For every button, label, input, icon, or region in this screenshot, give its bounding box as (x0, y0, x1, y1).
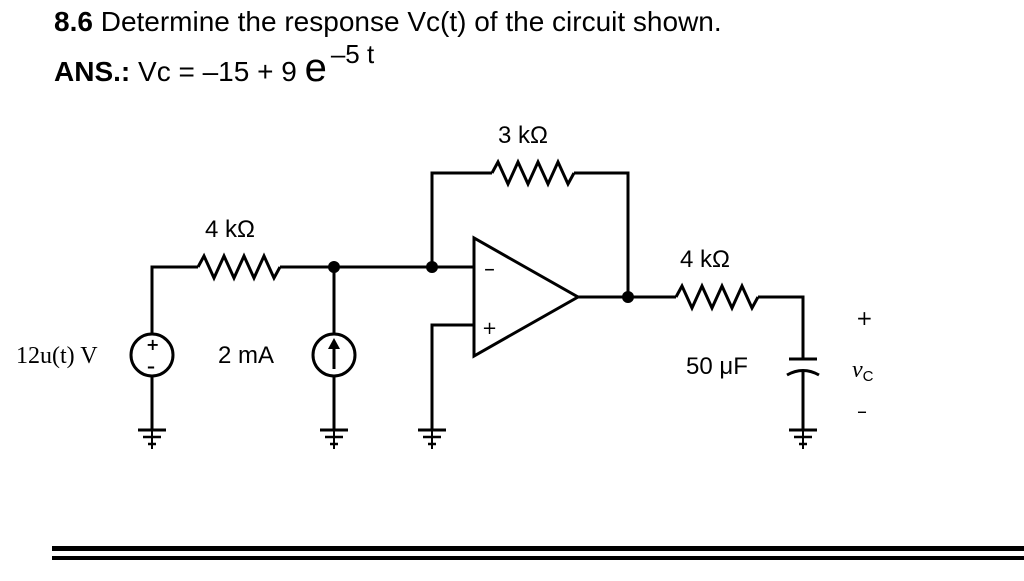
resistor-feedback (490, 158, 576, 188)
wire-noninverting-ground (430, 323, 474, 430)
opamp-triangle (472, 235, 582, 359)
problem-text: Determine the response Vc(t) of the circ… (92, 6, 722, 37)
ground-icon-isrc (320, 428, 348, 449)
ground-icon-vsrc (138, 428, 166, 449)
opamp-plus-sign: + (482, 318, 497, 339)
current-source-icon (311, 332, 357, 378)
label-source-current: 2 mA (218, 342, 274, 369)
vsrc-plus-sign: + (146, 335, 159, 354)
vc-label: vC (852, 357, 874, 385)
label-source-voltage: 12u(t) V (16, 343, 98, 369)
label-r-output: 4 kΩ (680, 246, 730, 273)
opamp-minus-sign: – (484, 257, 495, 282)
answer-expression: Vc = –15 + 9 (130, 56, 305, 87)
problem-header: 8.6 Determine the response Vc(t) of the … (54, 2, 722, 88)
label-r-input: 4 kΩ (205, 216, 255, 243)
label-capacitor: 50 μF (686, 353, 748, 380)
resistor-input (196, 252, 282, 282)
capacitor-plate-bottom (786, 369, 820, 377)
answer-line: ANS.: Vc = –15 + 9 e–5 t (54, 39, 374, 92)
current-arrowhead-icon (328, 338, 340, 349)
voltage-source-icon (129, 332, 175, 378)
problem-number: 8.6 (54, 6, 93, 37)
junction-dot-isrc (328, 261, 340, 273)
problem-statement: 8.6 Determine the response Vc(t) of the … (54, 2, 722, 42)
bottom-double-rule (52, 546, 1024, 560)
answer-label: ANS.: (54, 56, 131, 87)
answer-base: e (304, 46, 327, 90)
label-r-feedback: 3 kΩ (498, 122, 548, 149)
junction-dot-inverting (426, 261, 438, 273)
wire-feedback-left (430, 171, 492, 267)
answer-exponent: –5 t (330, 39, 375, 69)
resistor-output (674, 282, 760, 312)
wire-vsrc-top (150, 265, 198, 333)
vc-minus-sign: – (857, 399, 867, 423)
wire-feedback-right (574, 171, 630, 297)
ground-icon-capacitor (789, 428, 817, 449)
vsrc-minus-sign: – (147, 357, 155, 376)
ground-icon-opamp (418, 428, 446, 449)
junction-dot-output (622, 291, 634, 303)
vc-plus-sign: + (856, 306, 873, 330)
wire-to-capacitor (758, 295, 805, 359)
